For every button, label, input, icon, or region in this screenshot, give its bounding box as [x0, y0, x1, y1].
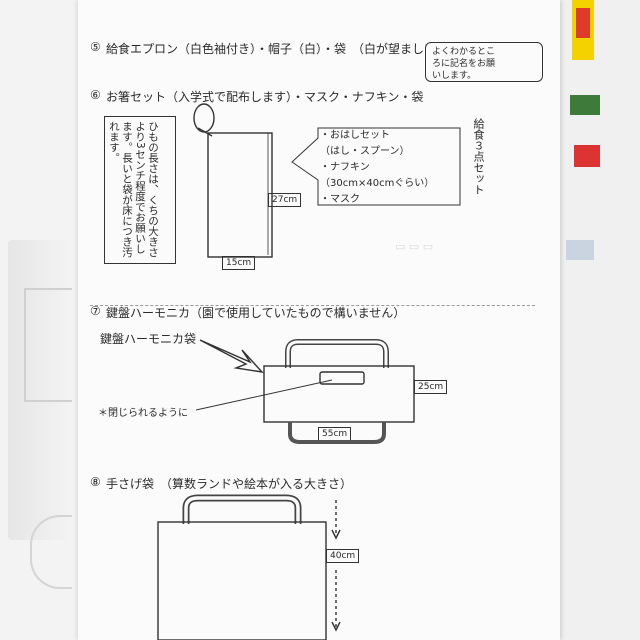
drawstring-bag-drawing [193, 103, 461, 258]
chopstick-items-list: ・おはしセット （はし・スプーン） ・ナフキン （30cm×40cmぐらい） ・… [320, 128, 434, 208]
red-strip [576, 8, 590, 38]
note-line: よくわかるとこ [432, 47, 496, 57]
list-item: （30cm×40cmぐらい） [320, 178, 435, 189]
section-divider [90, 305, 535, 306]
section-6-number: ⑥ [90, 88, 101, 102]
section-8-title: 手さげ袋 （算数ランドや絵本が入る大きさ） [106, 477, 353, 491]
green-strip [570, 95, 600, 115]
pointer-arrow [199, 339, 264, 373]
harmonica-handle-inner [286, 340, 388, 368]
section-5-title: 給食エプロン（白色袖付き）・帽子（白）・袋 （白が望ましい） [106, 42, 449, 56]
tote-bag-body [157, 521, 327, 640]
tote-bag-drawing [157, 494, 341, 640]
blue-block [566, 240, 594, 260]
dim-40cm: 40cm [326, 549, 360, 563]
harmonica-bag-drawing [195, 339, 415, 444]
height-arrow-top [331, 529, 341, 540]
section-5-number: ⑤ [90, 40, 101, 54]
harmonica-bottom-handle [288, 422, 386, 444]
dim-55cm: 55cm [318, 427, 352, 441]
section-7-number: ⑦ [90, 304, 101, 318]
harmonica-handle-outer [285, 339, 389, 368]
harmonica-bag-body [263, 365, 415, 423]
harmonica-zipper-tab [319, 371, 365, 385]
list-item: ・ナフキン [320, 162, 370, 173]
drawstring-bag-body [207, 132, 273, 258]
right-backdrop [560, 0, 640, 640]
callout-bubble [291, 127, 461, 206]
list-item: ・マスク [320, 194, 360, 205]
list-item: ・おはしセット [320, 130, 390, 141]
left-page-shadow [8, 240, 68, 540]
section-8-number: ⑧ [90, 475, 101, 489]
red-block [574, 145, 600, 167]
lunch-set-label: 給食３点セット [472, 118, 485, 195]
bleed-text: ▭ ▭ ▭ [395, 240, 434, 253]
string-note-box: ひもの長さは、くちの大きさより3センチ程度でお願いします。長いと袋が床につき汚れ… [104, 116, 176, 264]
tote-handle-inner [184, 496, 300, 524]
height-arrow-bottom [331, 621, 341, 632]
list-item: （はし・スプーン） [320, 146, 410, 157]
note-line: ろに記名をお願 [432, 59, 496, 69]
tote-handle-outer [182, 494, 302, 524]
note-line: いします。 [432, 71, 477, 81]
dim-27cm: 27cm [268, 193, 302, 207]
left-page [0, 0, 80, 640]
section-6-title: お箸セット（入学式で配布します）・マスク・ナフキン・袋 [106, 90, 424, 104]
section-7-subtitle: 鍵盤ハーモニカ袋 [100, 332, 197, 346]
drawstring-cord [197, 127, 213, 137]
drawstring-loop [193, 103, 215, 133]
closable-leader-line [195, 379, 333, 411]
string-note-text: ひもの長さは、くちの大きさより3センチ程度でお願いします。長いと袋が床につき汚れ… [108, 121, 159, 258]
section-7-title: 鍵盤ハーモニカ（園で使用していたもので構いません） [106, 306, 406, 320]
left-page-frame [24, 288, 72, 402]
name-note-box: よくわかるとこ ろに記名をお願 いします。 [425, 42, 543, 82]
closable-note: ＊閉じられるように [98, 408, 188, 419]
